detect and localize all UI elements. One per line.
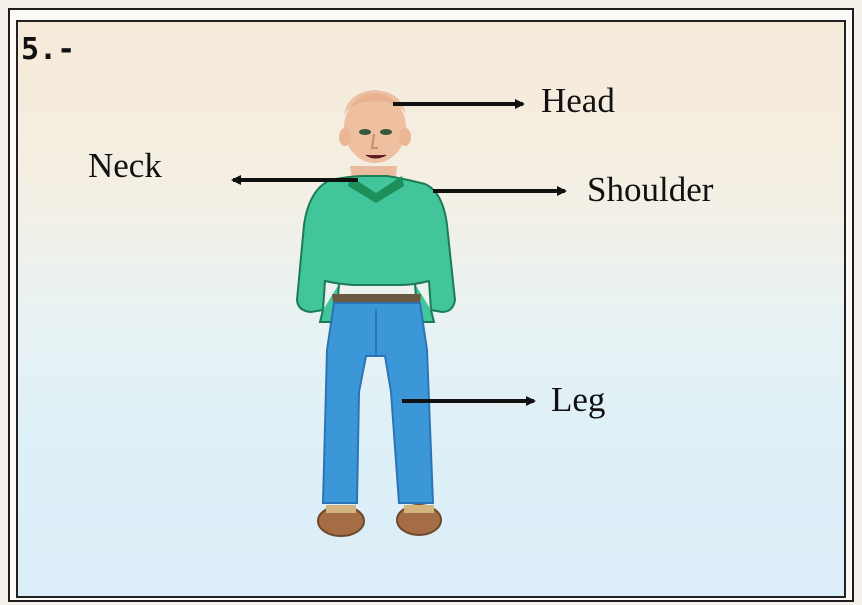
neck-label: Neck [88, 148, 162, 183]
leg-label: Leg [551, 382, 605, 417]
right-shoe-sole [404, 505, 434, 513]
left-shoe-sole [326, 505, 356, 513]
right-ear [399, 128, 411, 146]
head-label: Head [541, 83, 615, 118]
shoulder-label: Shoulder [587, 172, 713, 207]
left-eye [359, 129, 371, 135]
person-illustration [297, 90, 455, 536]
left-ear [339, 128, 351, 146]
right-eye [380, 129, 392, 135]
